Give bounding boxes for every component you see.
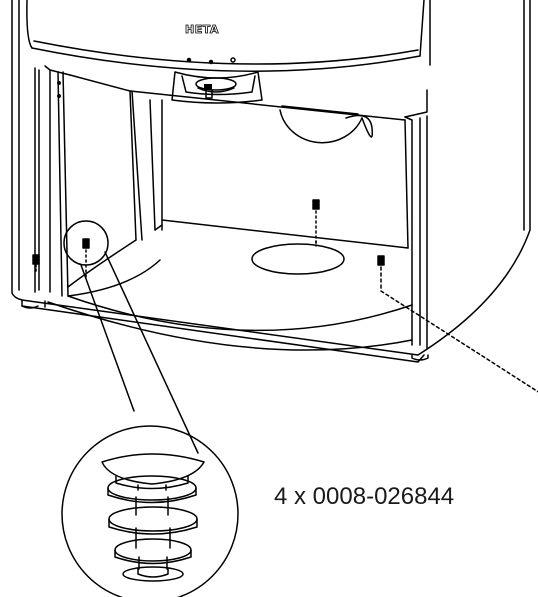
callout-marker	[63, 220, 199, 454]
stove-outer-body	[11, 0, 531, 363]
brand-logo: HETA	[185, 22, 219, 36]
adjustable-foot	[377, 255, 538, 393]
left-side-panel	[34, 65, 161, 297]
adjustable-foot	[32, 254, 40, 273]
front-door-panel	[26, 0, 431, 72]
foot-detail	[101, 453, 205, 582]
flue-outlet	[279, 105, 374, 144]
control-knob-housing	[171, 71, 263, 104]
inner-chamber	[67, 74, 409, 288]
detail-magnifier	[61, 425, 239, 597]
right-side-frame	[404, 89, 428, 349]
part-number-label: 4 x 0008-026844	[274, 483, 455, 510]
floor-opening	[251, 240, 345, 275]
adjustable-foot	[312, 199, 320, 244]
